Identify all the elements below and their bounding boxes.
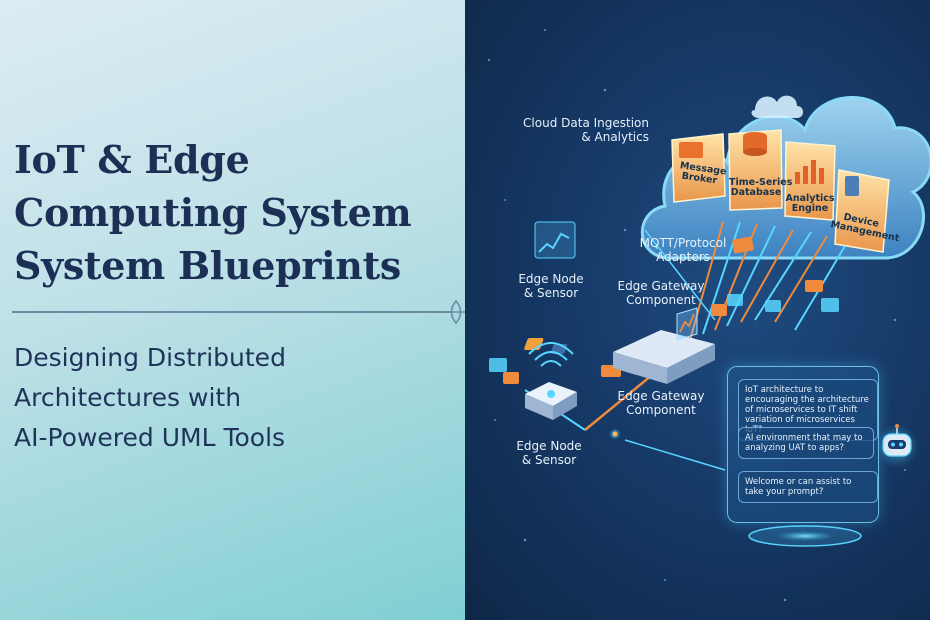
module-label-line: Analytics (785, 193, 835, 204)
edge-gateway-bottom-label-line-1: Edge Gateway (617, 389, 705, 403)
cloud-module-message-broker (671, 133, 726, 203)
chat-message: AI environment that may to analyzing UAT… (738, 427, 874, 459)
protocol-label-line-1: MQTT/Protocol (639, 236, 727, 250)
edge-gateway-device (524, 307, 715, 384)
edge-gateway-top-label: Edge Gateway Component (611, 279, 711, 307)
edge-gateway-top-label-line-2: Component (626, 293, 696, 307)
protocol-label: MQTT/Protocol Adapters (633, 236, 733, 264)
server-icon (845, 176, 859, 196)
chart-icon (795, 160, 824, 184)
module-label-line: Database (730, 187, 782, 198)
edge-node-top-label-line-2: & Sensor (523, 286, 579, 300)
page-title: IoT & Edge Computing System System Bluep… (14, 133, 454, 292)
background-particles (487, 29, 906, 602)
protocol-label-line-2: Adapters (656, 250, 710, 264)
edge-node-top-label: Edge Node & Sensor (511, 272, 591, 300)
cloud-label-line-1: Cloud Data Ingestion (523, 116, 649, 130)
divider-ornament-icon (446, 300, 466, 324)
module-label-line: Engine (791, 203, 829, 214)
subtitle-line-2: Architectures with (14, 383, 242, 412)
edge-node-bottom-label-line-1: Edge Node (516, 439, 582, 453)
robot-assistant-icon (875, 424, 919, 468)
architecture-diagram: Cloud Data Ingestion & Analytics Message… (465, 0, 930, 620)
chat-pedestal (748, 525, 862, 547)
signal-dot-core (612, 431, 618, 437)
edge-gateway-bottom-label: Edge Gateway Component (611, 389, 711, 417)
cloud-module-time-series-database (728, 129, 783, 211)
module-label-line: Time-Series (729, 177, 793, 188)
edge-node-sensor-top (534, 221, 576, 259)
module-label-analytics-engine: Analytics Engine (785, 194, 835, 214)
subtitle-line-1: Designing Distributed (14, 343, 286, 372)
subtitle-line-3: AI-Powered UML Tools (14, 423, 286, 452)
wifi-icon (528, 342, 574, 367)
cloud-label-line-2: & Analytics (581, 130, 649, 144)
title-divider (12, 311, 452, 313)
database-icon (743, 132, 767, 156)
edge-node-bottom-label: Edge Node & Sensor (509, 439, 589, 467)
chat-message: Welcome or can assist to take your promp… (738, 471, 878, 503)
module-label-time-series-database: Time-Series Database (729, 177, 793, 198)
edge-gateway-top-label-line-1: Edge Gateway (617, 279, 705, 293)
page-subtitle: Designing Distributed Architectures with… (14, 338, 454, 458)
cloud-module-device-management (834, 169, 890, 253)
title-line-3: System Blueprints (14, 243, 401, 288)
cloud-label: Cloud Data Ingestion & Analytics (515, 116, 649, 144)
chart-line-icon (538, 232, 570, 253)
edge-gateway-bottom-label-line-2: Component (626, 403, 696, 417)
title-line-1: IoT & Edge (14, 137, 250, 182)
gateway-panel-icon (676, 307, 698, 341)
edge-node-bottom-label-line-2: & Sensor (521, 453, 577, 467)
edge-node-top-label-line-1: Edge Node (518, 272, 584, 286)
title-line-2: Computing System (14, 190, 412, 235)
hero-panel: IoT & Edge Computing System System Bluep… (0, 0, 465, 620)
cloud-module-analytics-engine (784, 141, 836, 221)
diagram-canvas (487, 29, 930, 602)
edge-node-sensor-bottom (525, 342, 577, 420)
ai-chat-panel: IoT architecture to encouraging the arch… (727, 366, 879, 523)
envelope-icon (679, 142, 703, 158)
